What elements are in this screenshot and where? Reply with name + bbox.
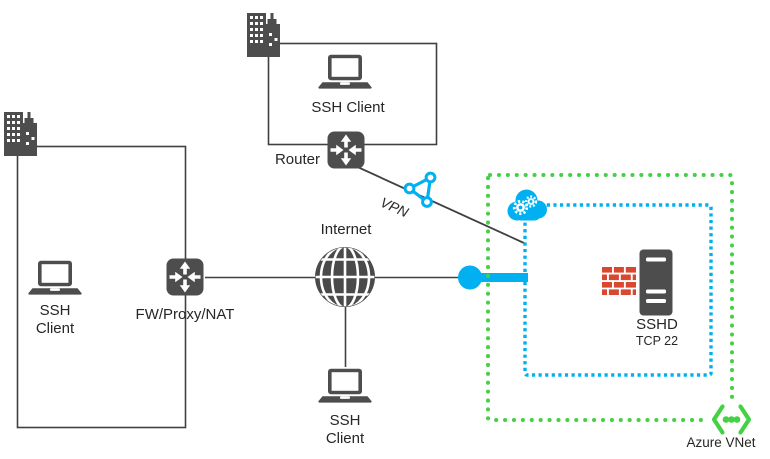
top-client-label: SSH Client xyxy=(311,99,385,116)
azure-vnet-label: Azure VNet xyxy=(686,435,756,450)
internet-label: Internet xyxy=(320,221,372,238)
bottom-client-label-line2: Client xyxy=(325,430,365,447)
router-vpn-line xyxy=(350,163,525,244)
brick-wall-icon xyxy=(602,267,636,295)
tcp22-label: TCP 22 xyxy=(635,334,679,348)
building-icon xyxy=(247,7,281,57)
vpn-triangle-icon xyxy=(402,169,444,209)
azure-vnet-boundary xyxy=(486,173,734,422)
bottom-client-label-line1: SSH xyxy=(329,412,361,429)
sshd-label: SSHD xyxy=(636,316,678,333)
endpoint-dot xyxy=(458,265,482,290)
left-client-label-line1: SSH xyxy=(39,302,71,319)
laptop-icon xyxy=(27,260,83,296)
server-icon xyxy=(639,249,673,316)
globe-icon xyxy=(313,246,377,308)
left-client-label-line2: Client xyxy=(35,320,75,337)
fw-label: FW/Proxy/NAT xyxy=(135,306,235,323)
router-label: Router xyxy=(274,151,320,168)
subnet-boundary xyxy=(523,203,713,377)
router-icon xyxy=(327,131,365,169)
vnet-brackets-icon xyxy=(710,403,753,436)
laptop-icon xyxy=(317,368,373,404)
laptop-icon xyxy=(317,54,373,90)
building-icon xyxy=(4,106,38,156)
cloud-gears-icon xyxy=(504,186,550,226)
fw-proxy-nat-icon xyxy=(166,258,204,296)
